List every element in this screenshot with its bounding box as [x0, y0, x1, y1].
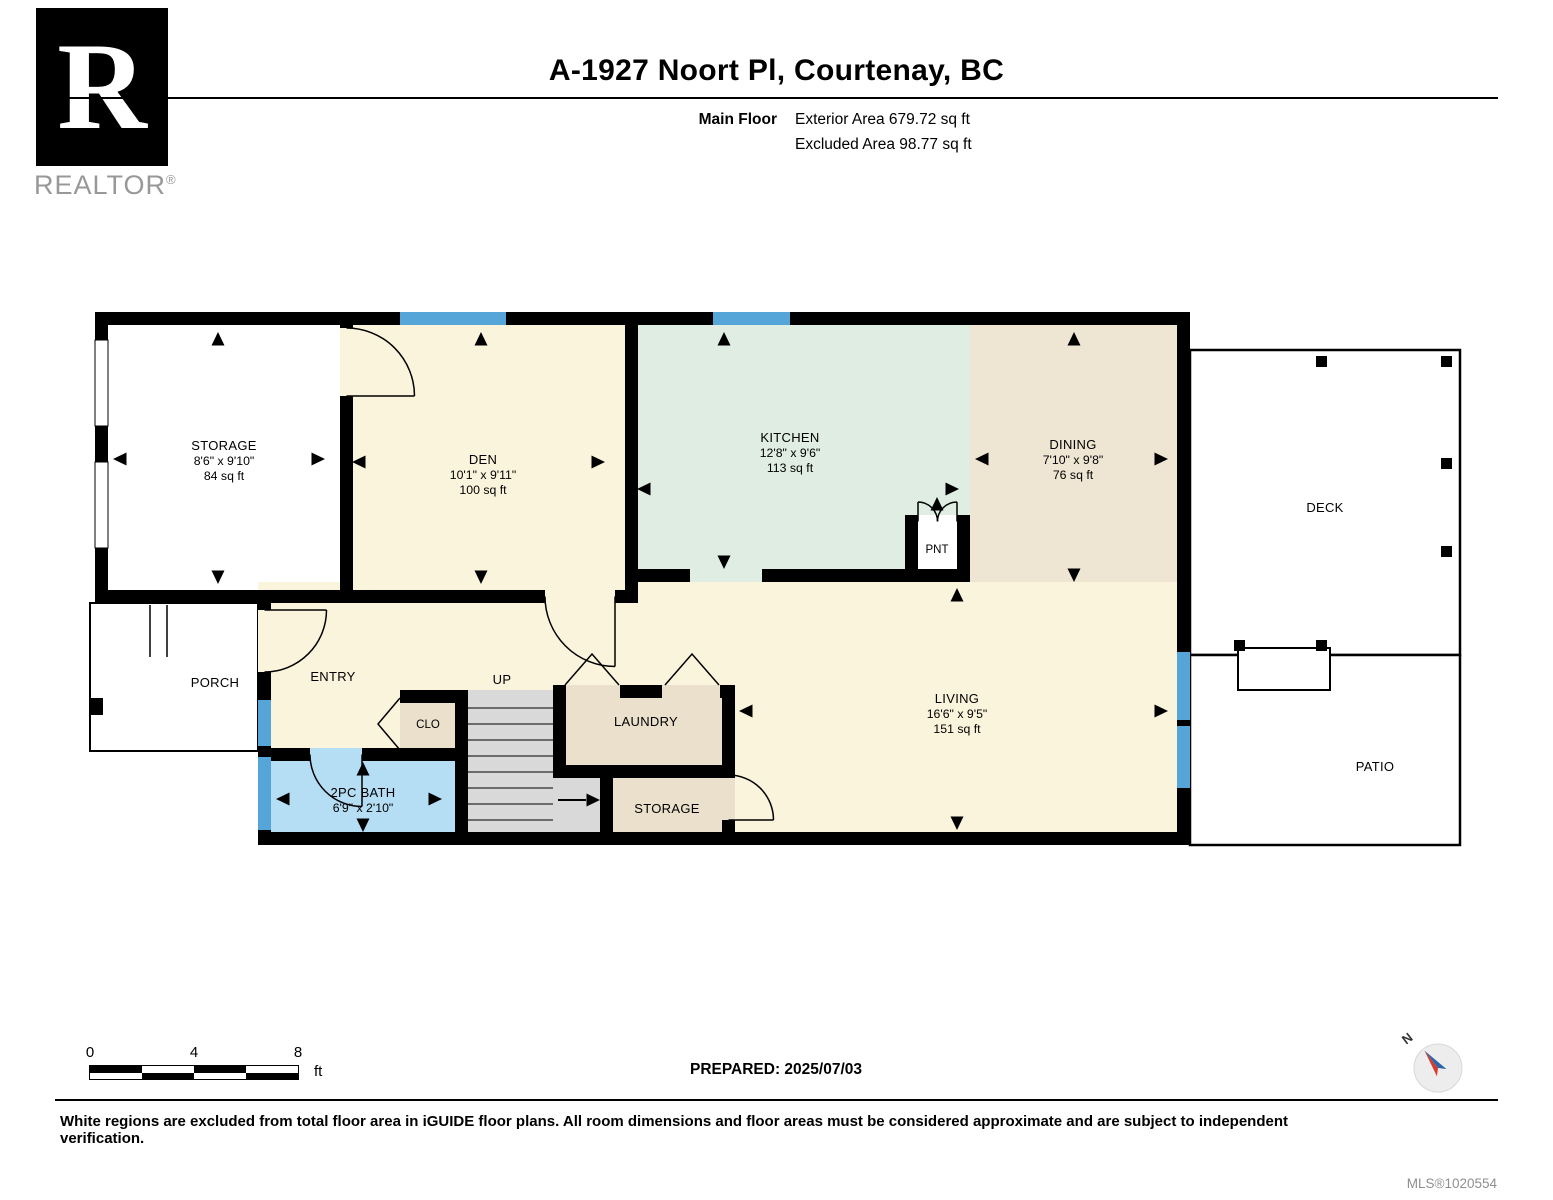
label-living-area: 151 sq ft	[933, 722, 981, 736]
window-entry	[258, 700, 271, 746]
compass-north-label: N	[1399, 1030, 1416, 1048]
label-bath-dims: 6'9" x 2'10"	[333, 801, 394, 815]
door-pantry-right-arc	[936, 501, 958, 522]
prepared-date: PREPARED: 2025/07/03	[689, 1061, 863, 1078]
page-title: A-1927 Noort Pl, Courtenay, BC	[548, 54, 1005, 87]
registered-trademark: ®	[166, 172, 177, 187]
dining-fill	[970, 312, 1190, 582]
mls-number: MLS®1020554	[1406, 1176, 1497, 1191]
stairs-fill	[468, 690, 553, 832]
label-den-dims: 10'1" x 9'11"	[450, 468, 517, 482]
label-kitchen-name: KITCHEN	[760, 430, 819, 445]
porch-outline	[89, 602, 259, 752]
deck-step	[1237, 647, 1331, 691]
window-living-1	[1177, 652, 1190, 720]
compass: N	[1399, 1030, 1463, 1093]
stairs-landing-fill	[553, 778, 600, 832]
label-living-name: LIVING	[935, 691, 979, 706]
den-fill	[340, 312, 638, 603]
door-closet-bifold	[377, 697, 401, 751]
scale-tick-0: 0	[85, 1044, 95, 1061]
label-laundry: LAUNDRY	[614, 714, 678, 729]
label-storage-dims: 8'6" x 9'10"	[194, 454, 255, 468]
label-storage-small: STORAGE	[634, 801, 699, 816]
windows	[94, 312, 1190, 830]
excluded-area-text: Excluded Area 98.77 sq ft	[795, 136, 972, 153]
label-pantry: PNT	[926, 544, 949, 556]
porch-post	[90, 698, 103, 715]
label-kitchen-area: 113 sq ft	[767, 461, 814, 475]
room-fills	[95, 312, 1190, 845]
scale-tick-4: 4	[189, 1044, 199, 1061]
window-storage-1	[94, 339, 109, 427]
realtor-logo-letter: R	[57, 18, 147, 155]
scale-unit: ft	[314, 1063, 323, 1080]
header-divider	[55, 97, 1498, 99]
laundry-fill	[553, 685, 735, 778]
label-dining-name: DINING	[1049, 437, 1096, 452]
label-dining-dims: 7'10" x 9'8"	[1043, 453, 1104, 467]
window-kitchen	[713, 312, 790, 325]
realtor-wordmark: REALTOR®	[34, 170, 177, 201]
window-living-2	[1177, 726, 1190, 788]
storage-fill	[95, 312, 340, 603]
disclaimer-text: White regions are excluded from total fl…	[60, 1113, 1289, 1147]
label-entry: ENTRY	[310, 669, 355, 684]
floor-label: Main Floor	[698, 111, 777, 128]
door-laundry-bifold-1	[564, 652, 620, 686]
deck-posts	[1234, 356, 1452, 651]
room-labels: STORAGE 8'6" x 9'10" 84 sq ft DEN 10'1" …	[191, 430, 1395, 816]
label-dining-area: 76 sq ft	[1053, 468, 1094, 482]
label-den-area: 100 sq ft	[459, 483, 507, 497]
window-bath	[258, 757, 271, 830]
door-den-arc	[346, 327, 416, 397]
label-living-dims: 16'6" x 9'5"	[927, 707, 988, 721]
porch-steps	[149, 605, 168, 657]
label-bath-name: 2PC BATH	[330, 785, 395, 800]
door-laundry-bifold-2	[664, 652, 720, 686]
label-closet: CLO	[416, 719, 440, 731]
realtor-wordmark-text: REALTOR	[34, 170, 167, 200]
label-deck: DECK	[1306, 500, 1343, 515]
label-storage-name: STORAGE	[191, 438, 256, 453]
door-storage-small-arc	[728, 774, 775, 821]
window-storage-2	[94, 461, 109, 549]
outdoor-areas	[89, 348, 1462, 847]
label-den-name: DEN	[469, 452, 497, 467]
realtor-logo: R	[36, 8, 168, 166]
footer-divider	[55, 1099, 1498, 1101]
door-bath-arc	[309, 754, 363, 808]
label-patio: PATIO	[1356, 759, 1395, 774]
label-storage-area: 84 sq ft	[204, 469, 245, 483]
label-up: UP	[493, 672, 512, 687]
label-kitchen-dims: 12'8" x 9'6"	[760, 446, 821, 460]
label-porch: PORCH	[191, 675, 239, 690]
doors	[264, 327, 958, 821]
scale-tick-8: 8	[293, 1044, 303, 1061]
window-den	[400, 312, 506, 325]
scale-bar-graphic	[89, 1065, 299, 1080]
door-front-arc	[264, 609, 328, 673]
scale-bar: 0 4 8 ft	[86, 1044, 368, 1088]
stairs-treads	[468, 707, 600, 821]
exterior-area-text: Exterior Area 679.72 sq ft	[795, 111, 970, 128]
storage-small-fill	[600, 765, 735, 845]
